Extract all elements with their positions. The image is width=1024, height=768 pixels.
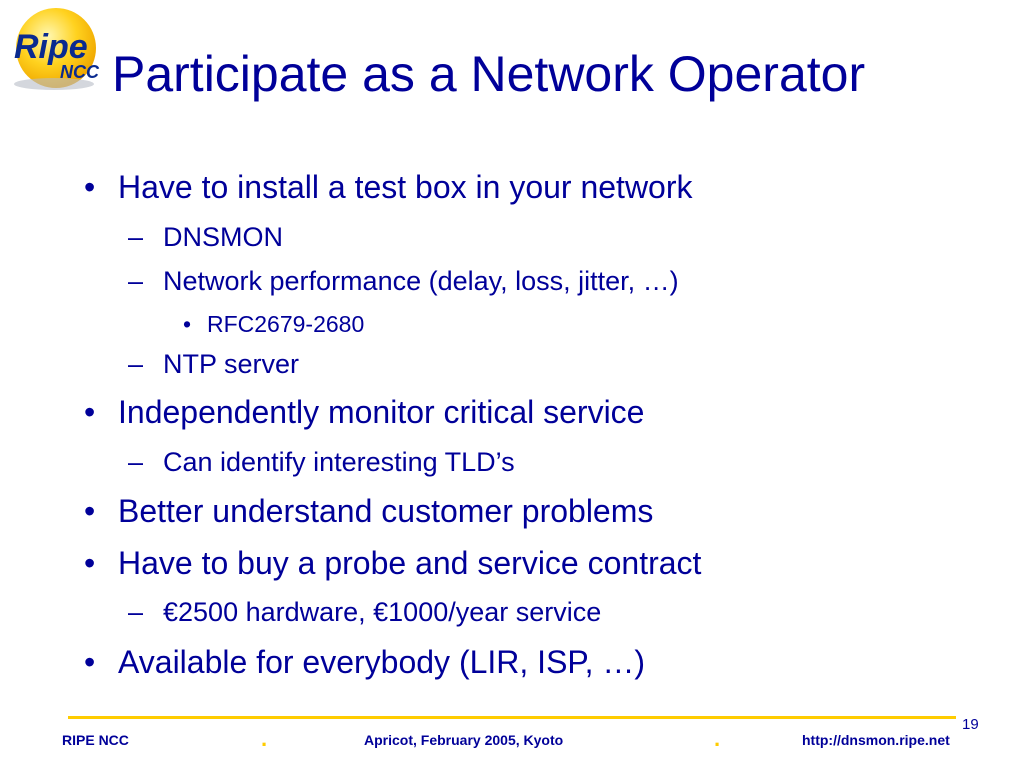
ripe-ncc-logo: Ripe NCC: [4, 4, 116, 96]
logo-text: Ripe: [14, 28, 88, 66]
slide-title: Participate as a Network Operator: [112, 46, 866, 102]
bullet-marker: •: [84, 644, 96, 680]
logo-subtext: NCC: [60, 62, 100, 82]
bullet-marker: •: [84, 394, 96, 430]
bullet-marker: •: [183, 311, 192, 337]
bullet-marker: –: [128, 349, 144, 379]
bullet-marker: •: [84, 493, 96, 529]
bullet-list: • Have to install a test box in your netw…: [84, 169, 702, 680]
bullet-marker: –: [128, 447, 144, 477]
bullet-text-level-2: €2500 hardware, €1000/year service: [163, 597, 602, 627]
bullet-marker: •: [84, 545, 96, 581]
bullet-text-level-1: Available for everybody (LIR, ISP, …): [118, 644, 646, 680]
bullet-marker: –: [128, 222, 144, 252]
footer-right-text: http://dnsmon.ripe.net: [802, 732, 950, 748]
bullet-text-level-1: Have to buy a probe and service contract: [118, 545, 702, 581]
footer-separator-left: .: [261, 726, 268, 751]
footer-left-text: RIPE NCC: [62, 732, 129, 748]
bullet-text-level-2: DNSMON: [163, 222, 283, 252]
bullet-marker: •: [84, 169, 96, 205]
footer-separator-right: .: [714, 726, 721, 751]
bullet-text-level-1: Have to install a test box in your netwo…: [118, 169, 693, 205]
bullet-text-level-3: RFC2679-2680: [207, 311, 365, 337]
bullet-text-level-1: Better understand customer problems: [118, 493, 654, 529]
bullet-text-level-1: Independently monitor critical service: [118, 394, 645, 430]
bullet-marker: –: [128, 597, 144, 627]
bullet-text-level-2: Can identify interesting TLD’s: [163, 447, 515, 477]
footer-divider: [68, 716, 956, 719]
bullet-text-level-2: Network performance (delay, loss, jitter…: [163, 266, 679, 296]
footer-center-text: Apricot, February 2005, Kyoto: [364, 732, 564, 748]
page-number: 19: [962, 716, 979, 733]
bullet-text-level-2: NTP server: [163, 349, 300, 379]
bullet-marker: –: [128, 266, 144, 296]
